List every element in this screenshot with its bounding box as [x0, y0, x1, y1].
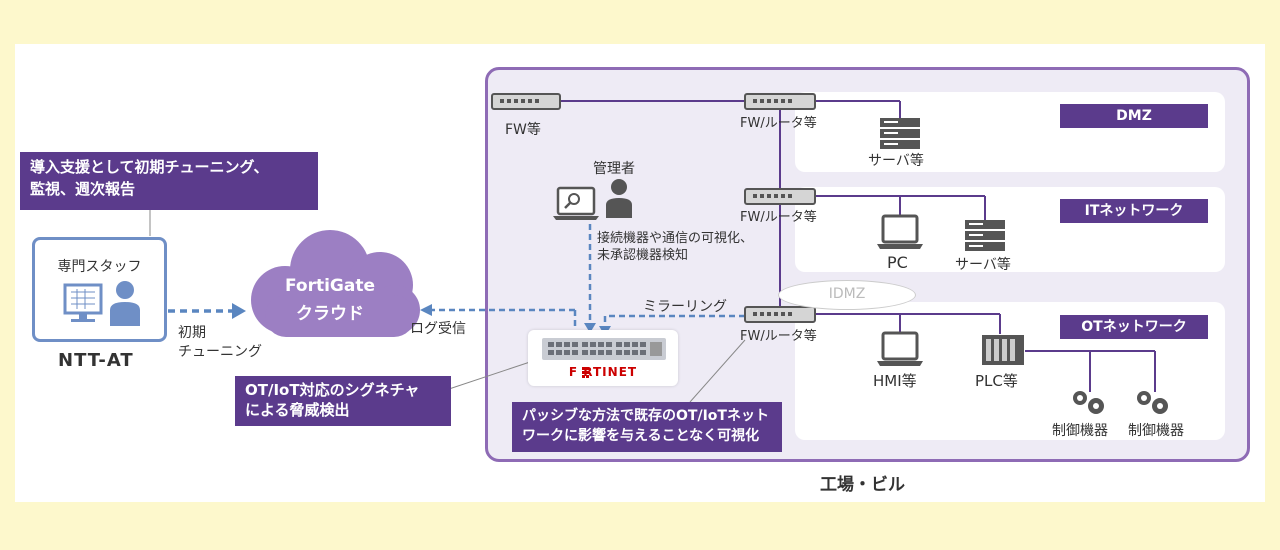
- ot-title: OTネットワーク: [1060, 315, 1208, 339]
- dmz-title: DMZ: [1060, 104, 1208, 128]
- appliance-ports-icon: [542, 338, 666, 360]
- initial-tuning-label: 初期 チューニング: [178, 325, 262, 360]
- fw-top-left-label: FW等: [505, 122, 541, 138]
- ot-hmi-label: HMI等: [873, 372, 917, 390]
- dmz-server-label: サーバ等: [868, 153, 924, 169]
- it-server-icon: [965, 220, 1005, 251]
- fortinet-logo: F RTINET: [568, 365, 638, 379]
- fw-top-left-icon: [491, 93, 561, 110]
- fw-router-3-icon: [744, 306, 816, 323]
- fw-router-3-label: FW/ルータ等: [740, 329, 817, 344]
- fw-router-2-icon: [744, 188, 816, 205]
- signature-callout: OT/IoT対応のシグネチャ による脅威検出: [235, 376, 451, 426]
- fortigate-appliance: F RTINET: [528, 330, 678, 386]
- it-pc-icon: [877, 214, 923, 249]
- visibility-label: 接続機器や通信の可視化、 未承認機器検知: [597, 231, 754, 263]
- signature-callout-text: OT/IoT対応のシグネチャ による脅威検出: [245, 381, 420, 419]
- support-callout: 導入支援として初期チューニング、 監視、週次報告: [20, 152, 318, 210]
- ot-ctrl1-label: 制御機器: [1052, 423, 1108, 439]
- it-title: ITネットワーク: [1060, 199, 1208, 223]
- idmz-ellipse: IDMZ: [778, 280, 916, 310]
- fw-router-1-icon: [744, 93, 816, 110]
- staff-monitor-icon: [63, 281, 140, 326]
- ot-hmi-icon: [877, 331, 923, 366]
- site-label: 工場・ビル: [820, 475, 905, 495]
- dmz-server-icon: [880, 118, 920, 149]
- it-pc-label: PC: [887, 253, 908, 272]
- staff-label: 専門スタッフ: [57, 259, 142, 275]
- it-server-label: サーバ等: [955, 257, 1011, 273]
- ot-plc-label: PLC等: [975, 372, 1018, 390]
- log-receive-label: ログ受信: [410, 321, 466, 337]
- ot-plc-icon: [982, 335, 1024, 365]
- cloud-subtitle: クラウド: [296, 304, 364, 324]
- passive-callout: パッシブな方法で既存のOT/IoTネット ワークに影響を与えることなく可視化: [512, 402, 782, 452]
- mirroring-label: ミラーリング: [643, 299, 727, 315]
- support-callout-text: 導入支援として初期チューニング、 監視、週次報告: [30, 158, 269, 198]
- idmz-label: IDMZ: [828, 286, 866, 302]
- org-label: NTT-AT: [58, 350, 134, 371]
- staff-box: 専門スタッフ: [32, 237, 167, 342]
- fortinet-logo-mark: [582, 367, 589, 378]
- ot-ctrl2-gear-icon: [1137, 391, 1168, 414]
- ot-ctrl1-gear-icon: [1073, 391, 1104, 414]
- ot-ctrl2-label: 制御機器: [1128, 423, 1184, 439]
- cloud-title: FortiGate: [284, 276, 376, 296]
- passive-callout-text: パッシブな方法で既存のOT/IoTネット ワークに影響を与えることなく可視化: [522, 408, 769, 444]
- fw-router-1-label: FW/ルータ等: [740, 116, 817, 131]
- fw-router-2-label: FW/ルータ等: [740, 210, 817, 225]
- admin-label: 管理者: [593, 161, 635, 177]
